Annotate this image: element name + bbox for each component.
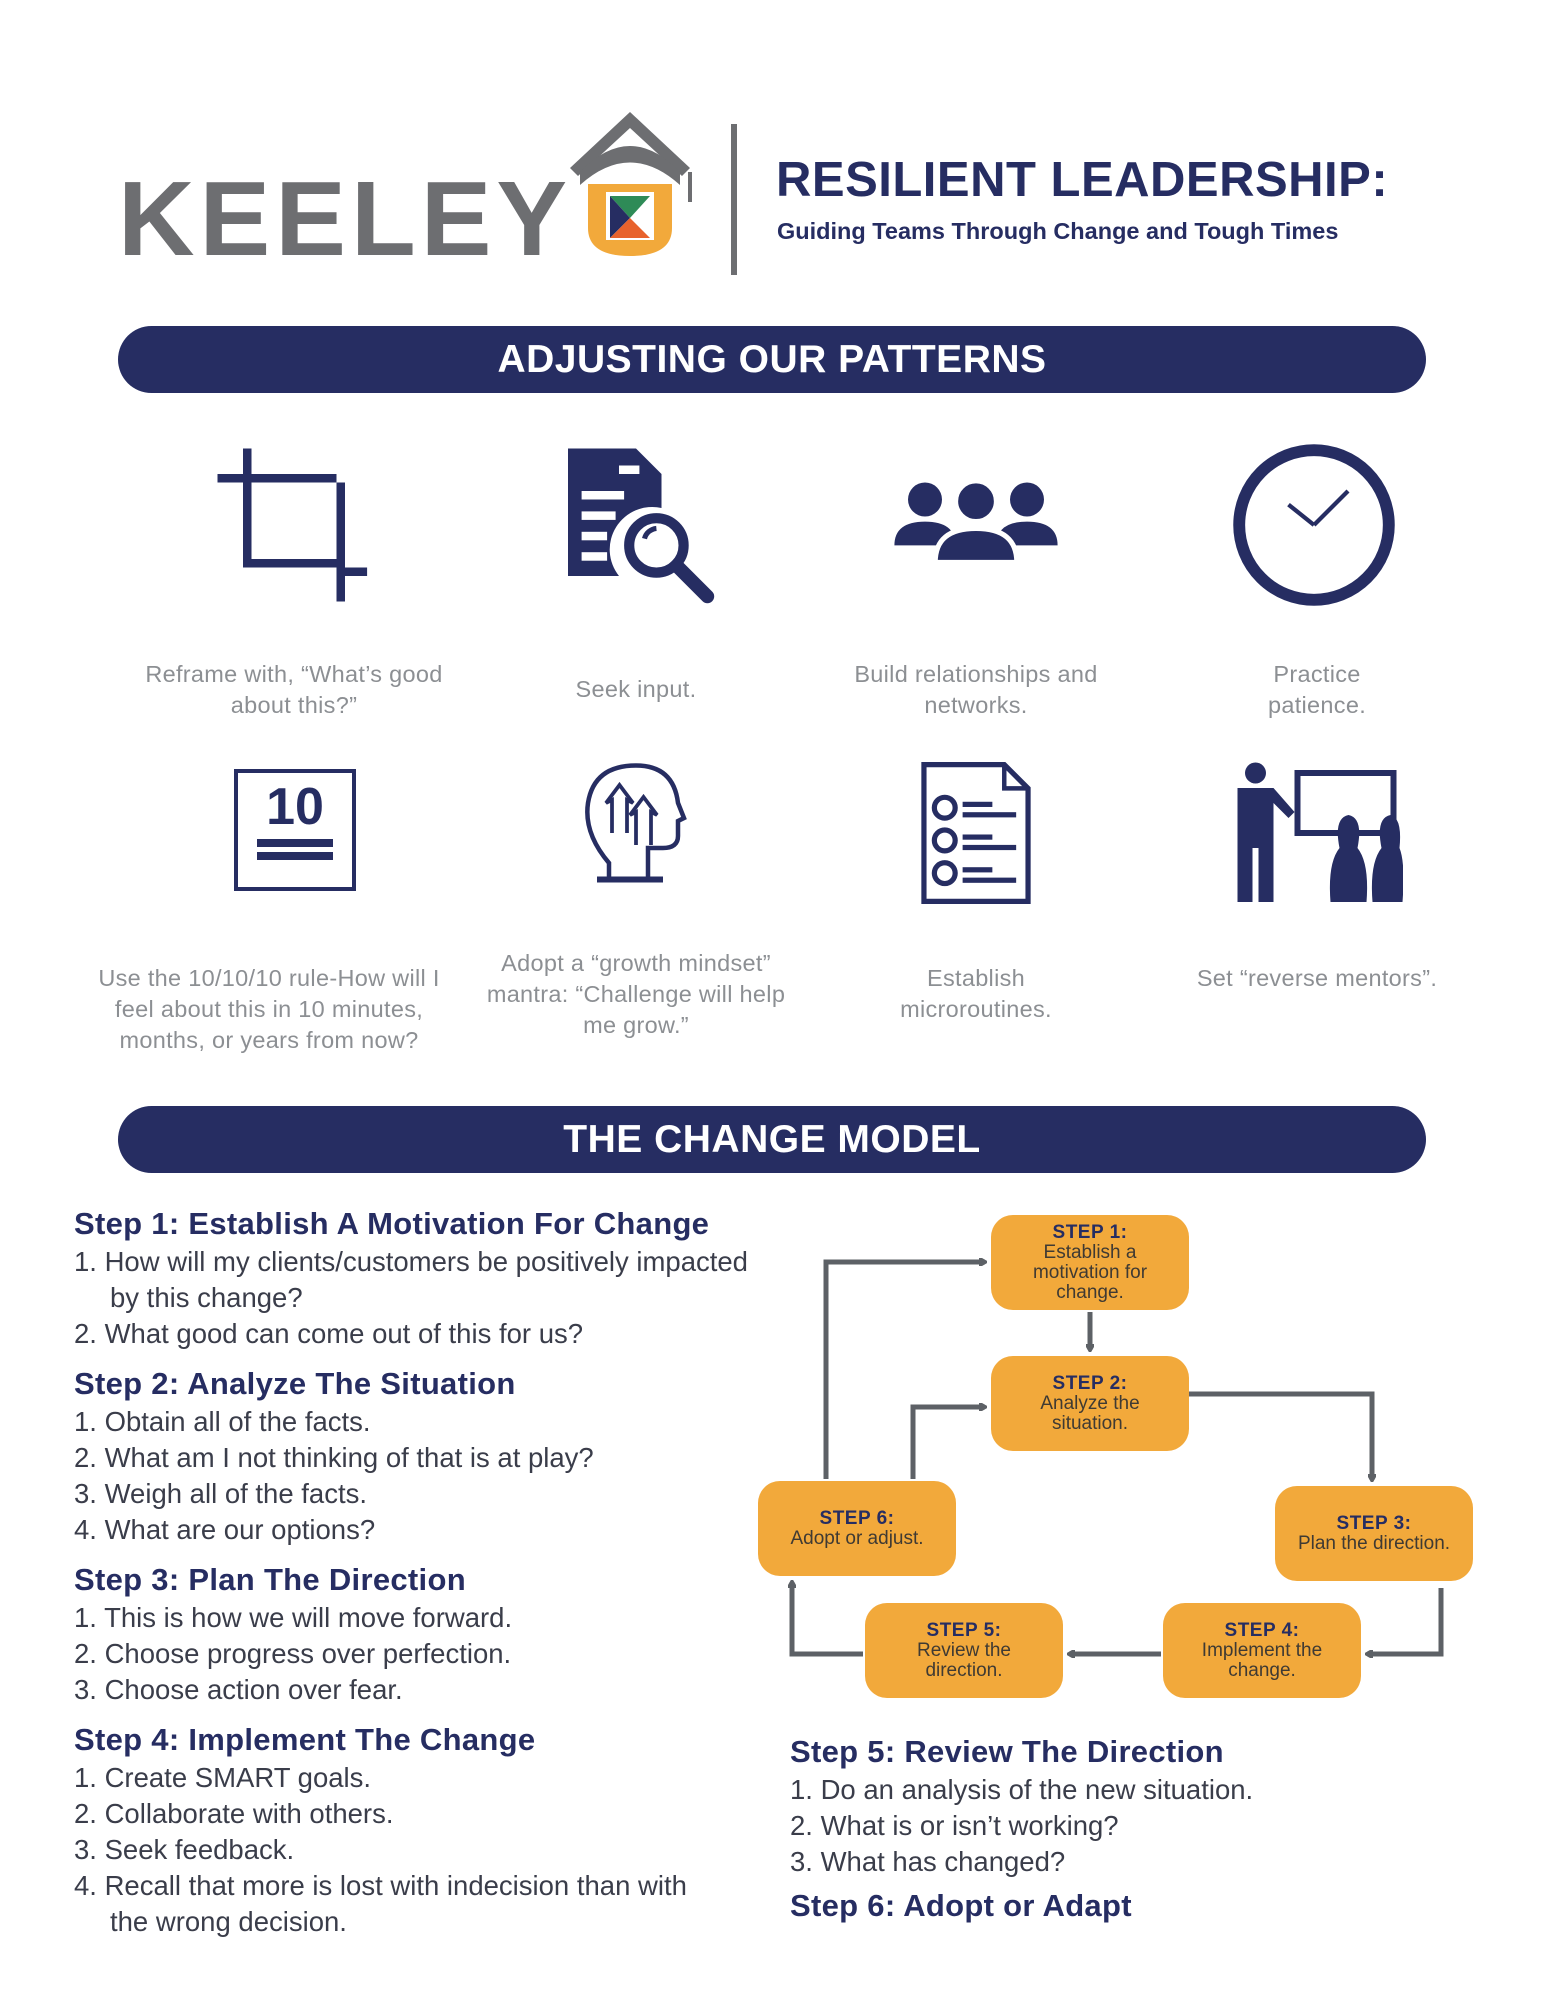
document-search-icon xyxy=(568,448,715,604)
section-banner-change-model: THE CHANGE MODEL xyxy=(118,1106,1426,1173)
crop-icon xyxy=(217,448,368,602)
people-group-icon xyxy=(894,478,1058,565)
diagram-step-3: STEP 3: Plan the direction. xyxy=(1275,1486,1473,1581)
step-3-item: 3. Choose action over fear. xyxy=(74,1674,403,1705)
step-4-item: 2. Collaborate with others. xyxy=(74,1798,394,1829)
page-title: RESILIENT LEADERSHIP: xyxy=(776,153,1389,207)
diagram-step-4: STEP 4: Implement the change. xyxy=(1163,1603,1361,1698)
clock-icon xyxy=(1233,444,1395,606)
step-1-heading: Step 1: Establish A Motivation For Chang… xyxy=(74,1206,710,1241)
checklist-icon xyxy=(921,761,1031,905)
caption-reverse-mentors: Set “reverse mentors”. xyxy=(1196,965,1438,991)
step-1-item: 1. How will my clients/customers be posi… xyxy=(74,1246,748,1313)
arrow-6-to-2 xyxy=(910,1407,985,1479)
step-3-item: 2. Choose progress over perfection. xyxy=(74,1638,512,1669)
header-divider xyxy=(731,124,737,275)
diagram-step-2: STEP 2: Analyze the situation. xyxy=(991,1356,1189,1451)
diagram-step-label: STEP 3: xyxy=(1336,1512,1412,1534)
diagram-step-1: STEP 1: Establish a motivation for chang… xyxy=(991,1215,1189,1310)
caption-reframe: Reframe with, “What’s good about this?” xyxy=(145,661,443,718)
step-5-item: 3. What has changed? xyxy=(790,1846,1066,1877)
arrow-2-to-3 xyxy=(1189,1391,1372,1480)
mentor-presentation-icon xyxy=(1237,762,1403,902)
caption-patience: Practice patience. xyxy=(1267,661,1367,718)
diagram-step-label: STEP 1: xyxy=(1052,1221,1128,1243)
growth-mindset-head-icon xyxy=(585,763,687,883)
step-6-heading: Step 6: Adopt or Adapt xyxy=(790,1888,1132,1923)
ten-rule-icon: 10 xyxy=(234,769,356,891)
step-4-item: 4. Recall that more is lost with indecis… xyxy=(74,1870,687,1937)
step-4-item: 1. Create SMART goals. xyxy=(74,1762,372,1793)
diagram-step-5: STEP 5: Review the direction. xyxy=(865,1603,1063,1698)
step-5-item: 2. What is or isn’t working? xyxy=(790,1810,1119,1841)
diagram-step-6: STEP 6: Adopt or adjust. xyxy=(758,1481,956,1576)
diagram-step-text: Implement the change. xyxy=(1201,1639,1323,1681)
diagram-step-text: Review the direction. xyxy=(917,1639,1011,1681)
caption-relationships: Build relationships and networks. xyxy=(854,661,1098,718)
caption-seek-input: Seek input. xyxy=(575,676,697,702)
arrow-3-to-4 xyxy=(1367,1588,1444,1654)
change-steps-right: Step 5: Review The Direction 1. Do an an… xyxy=(790,1732,1410,1926)
step-3-item: 1. This is how we will move forward. xyxy=(74,1602,513,1633)
step-4-heading: Step 4: Implement The Change xyxy=(74,1722,536,1757)
caption-ten-rule: Use the 10/10/10 rule-How will I feel ab… xyxy=(98,965,440,1053)
arrow-5-to-6 xyxy=(792,1582,863,1657)
change-steps-left: Step 1: Establish A Motivation For Chang… xyxy=(74,1204,774,1940)
step-3-heading: Step 3: Plan The Direction xyxy=(74,1562,466,1597)
section-banner-patterns: ADJUSTING OUR PATTERNS xyxy=(118,326,1426,393)
diagram-step-label: STEP 6: xyxy=(819,1507,895,1529)
step-2-heading: Step 2: Analyze The Situation xyxy=(74,1366,516,1401)
diagram-step-text: Establish a motivation for change. xyxy=(1032,1241,1148,1303)
step-2-item: 4. What are our options? xyxy=(74,1514,376,1545)
caption-microroutines: Establish microroutines. xyxy=(900,965,1052,1022)
arrow-6-to-1 xyxy=(823,1262,985,1479)
diagram-step-label: STEP 2: xyxy=(1052,1372,1128,1394)
page-subtitle: Guiding Teams Through Change and Tough T… xyxy=(777,218,1339,244)
step-5-item: 1. Do an analysis of the new situation. xyxy=(790,1774,1254,1805)
diagram-step-text: Analyze the situation. xyxy=(1040,1392,1140,1434)
step-1-item: 2. What good can come out of this for us… xyxy=(74,1318,584,1349)
step-4-item: 3. Seek feedback. xyxy=(74,1834,295,1865)
diagram-step-label: STEP 5: xyxy=(926,1619,1002,1641)
diagram-step-text: Plan the direction. xyxy=(1297,1532,1451,1554)
step-2-item: 1. Obtain all of the facts. xyxy=(74,1406,371,1437)
keeley-u-logo-icon xyxy=(570,112,692,256)
step-2-item: 3. Weigh all of the facts. xyxy=(74,1478,367,1509)
ten-rule-number: 10 xyxy=(266,778,324,836)
diagram-step-label: STEP 4: xyxy=(1224,1619,1300,1641)
step-2-item: 2. What am I not thinking of that is at … xyxy=(74,1442,594,1473)
diagram-step-text: Adopt or adjust. xyxy=(790,1527,924,1549)
logo-wordmark: KEELEY xyxy=(118,160,573,278)
step-5-heading: Step 5: Review The Direction xyxy=(790,1734,1224,1769)
caption-growth-mindset: Adopt a “growth mindset” mantra: “Challe… xyxy=(486,950,786,1038)
